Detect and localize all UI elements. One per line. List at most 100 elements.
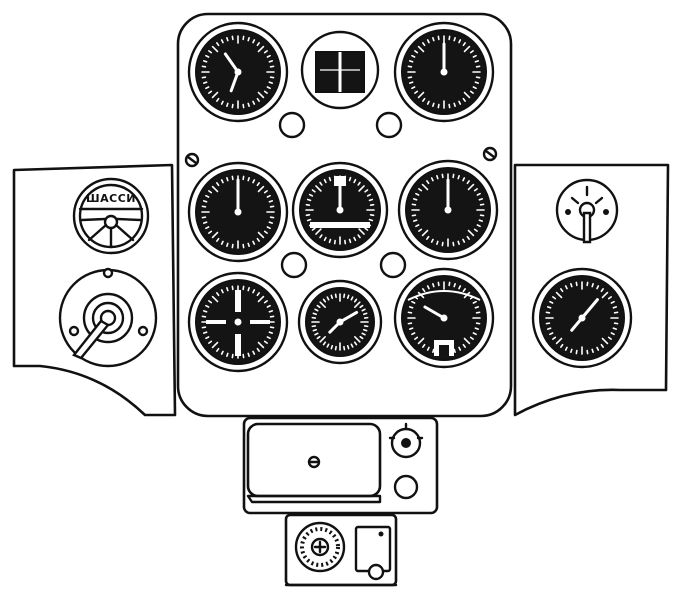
gauge-mid-left-tick	[202, 221, 208, 224]
gauge-bottom-right-tick	[462, 288, 466, 293]
gauge-clock-tick	[220, 39, 224, 44]
gauge-mid-right-tick	[436, 240, 439, 246]
gauge-right-panel-tick	[555, 337, 563, 345]
gauge-mid-left-tick	[266, 226, 271, 230]
gauge-top-right-tick	[422, 42, 426, 47]
gauge-bottom-left-tick	[211, 295, 219, 303]
gauge-mid-left-tick	[268, 200, 274, 203]
gauge-top-right-tick	[408, 60, 414, 63]
gauge-mid-left-tick	[216, 237, 220, 242]
gauge-clock-tick	[263, 90, 268, 94]
gauge-bottom-mid-tick	[330, 294, 334, 300]
gauge-clock-tick	[226, 36, 229, 42]
gauge-clock-tick	[252, 39, 256, 44]
gauge-bottom-mid	[297, 279, 383, 365]
horizon-aircraft-symbol	[310, 176, 370, 228]
gauge-top-right-tick	[458, 100, 462, 105]
gauge-mid-left-tick	[202, 200, 208, 203]
gauge-mid-left-tick	[226, 242, 229, 248]
gauge-top-right-tick	[422, 97, 426, 102]
gauge-horizon-tick	[306, 218, 312, 222]
gauge-mid-left-tick	[257, 231, 265, 239]
gauge-right-panel-tick	[546, 306, 552, 309]
gauge-top-right-tick	[426, 39, 430, 44]
gauge-right-panel-tick	[552, 296, 557, 300]
gauge-bottom-mid-tick	[312, 312, 318, 316]
gauge-right-panel-tick	[560, 288, 564, 293]
gauge-right-panel-tick	[549, 332, 554, 336]
gauge-right-panel-tick	[601, 291, 609, 299]
gauge-mid-right-tick	[415, 192, 420, 196]
gauge-clock-needle-1	[223, 52, 240, 74]
gauge-clock-tick	[263, 50, 268, 54]
gauge-mid-left-tick	[247, 176, 250, 182]
gauge-clock-tick	[205, 86, 210, 90]
gauge-bottom-mid-tick	[319, 301, 326, 308]
gauge-mid-left-tick	[205, 226, 210, 230]
gauge-bottom-mid-tick	[314, 332, 319, 336]
gauge-bottom-right-tick	[458, 346, 462, 351]
right-switch	[555, 178, 619, 244]
gauge-bottom-mid-tick	[361, 332, 366, 336]
gauge-mid-right-tick	[476, 192, 481, 196]
gauge-horizon-tick	[366, 193, 372, 197]
gauge-bottom-right-tick	[432, 348, 435, 354]
gauge-bottom-right-tick	[453, 282, 456, 288]
gauge-bottom-right-tick	[463, 337, 471, 345]
gauge-bottom-left-tick	[266, 336, 271, 340]
gauge-bottom-right-tick	[422, 343, 426, 348]
gauge-horizon-tick	[319, 234, 323, 239]
gauge-top-right-tick	[469, 90, 474, 94]
gauge-bottom-left-tick	[202, 310, 208, 313]
gauge-bottom-right-tick	[417, 337, 425, 345]
gauge-right-panel-tick	[612, 306, 618, 309]
gauge-bottom-left-tick	[226, 286, 229, 292]
gauge-bottom-mid-tick	[362, 328, 368, 332]
gauge-mid-right-tick	[462, 238, 466, 243]
gauge-clock-tick	[266, 54, 271, 58]
gauge-mid-left-tick	[252, 240, 256, 245]
gauge-horizon-tick	[323, 178, 327, 184]
gauge-top-right-hub	[440, 68, 448, 76]
gauge-clock-tick	[208, 90, 213, 94]
blank-plugs	[278, 111, 407, 279]
gauge-bottom-right-tick	[422, 288, 426, 293]
gauge-bottom-right-tick	[458, 285, 462, 290]
gauge-mid-left-tick	[211, 185, 219, 193]
gauge-right-panel-tick	[600, 343, 604, 348]
gauge-mid-right-tick	[412, 219, 418, 222]
panel-screws	[184, 146, 498, 168]
gauge-bottom-left-tick	[202, 331, 208, 334]
gauge-mid-left-tick	[257, 185, 265, 193]
gauge-mid-right-tick	[430, 177, 434, 182]
gauge-right-panel-hub	[578, 314, 586, 322]
gauge-bottom-mid-tick	[314, 308, 319, 312]
gauge-mid-right-tick	[466, 235, 470, 240]
gauge-bottom-mid-hub	[336, 318, 344, 326]
gauge-bottom-right-tick	[472, 332, 477, 336]
gauge-horizon-tick	[315, 185, 322, 192]
gauge-mid-right-tick	[467, 183, 475, 191]
gauge-top-right-tick	[474, 81, 480, 84]
gauge-horizon-tick	[306, 198, 312, 202]
gauge-bottom-right-tick	[474, 327, 480, 330]
gauge-clock-tick	[216, 42, 220, 47]
gauge-top-right-tick	[463, 91, 471, 99]
gauge-mid-right-tick	[476, 224, 481, 228]
gauge-bottom-mid-tick	[361, 308, 366, 312]
gauge-horizon-tick	[311, 227, 316, 231]
gauge-horizon-tick	[358, 228, 365, 235]
gauge-clock-tick	[205, 54, 210, 58]
gauge-clock-hub	[234, 68, 242, 76]
gauge-mid-right-tick	[430, 238, 434, 243]
gauge-bottom-mid-tick	[326, 343, 330, 348]
gauge-mid-left-tick	[256, 182, 260, 187]
gauge-top-right-tick	[414, 90, 419, 94]
gauge-right-panel-tick	[591, 348, 594, 354]
gauge-mid-left-hub	[234, 208, 242, 216]
gauge-horizon-tick	[368, 218, 374, 222]
gauge-mid-left	[187, 161, 289, 263]
gauge-bottom-mid-tick	[346, 294, 350, 300]
gauge-bottom-right-tick	[453, 348, 456, 354]
